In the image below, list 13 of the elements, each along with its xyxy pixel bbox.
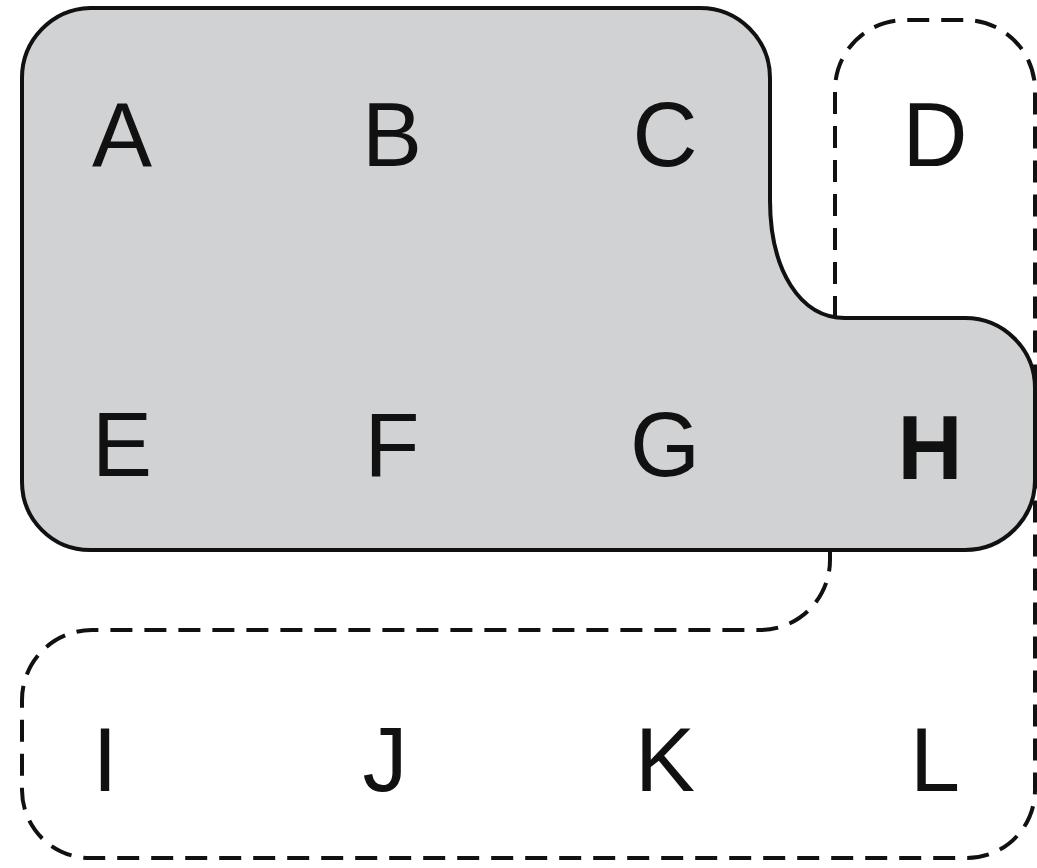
letter-label: D (902, 90, 968, 180)
letter-label: C (632, 90, 698, 180)
letter-label: G (630, 400, 700, 490)
letter-label: I (92, 715, 118, 805)
letter-label: E (92, 400, 152, 490)
letter-label: A (92, 90, 152, 180)
letter-label: K (635, 715, 695, 805)
letter-label: F (364, 400, 420, 490)
letter-label: L (909, 715, 961, 805)
letter-label: H (897, 403, 963, 493)
letter-label: J (362, 715, 408, 805)
dashed-region (20, 18, 1037, 860)
letter-label: B (362, 90, 422, 180)
